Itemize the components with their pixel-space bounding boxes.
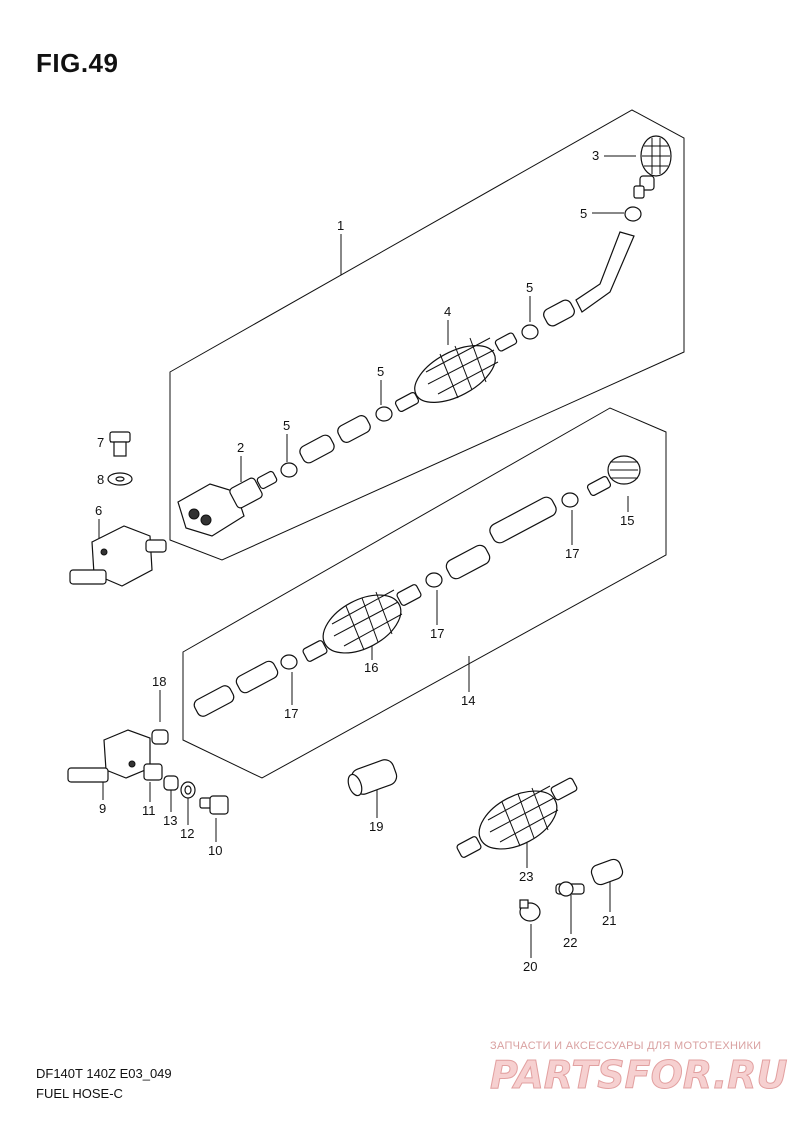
callout-21: 21 xyxy=(602,913,616,928)
sleeve-part-19 xyxy=(347,759,398,797)
connector-part-15 xyxy=(586,455,641,497)
sleeve-part-21 xyxy=(590,858,624,886)
callout-10: 10 xyxy=(208,843,222,858)
hose-segment-lower xyxy=(193,496,557,717)
callout-8: 8 xyxy=(97,472,104,487)
watermark-logo: PARTSFOR.RU xyxy=(490,1053,788,1098)
washer-part-8 xyxy=(107,472,133,486)
callout-23: 23 xyxy=(519,869,533,884)
callout-19: 19 xyxy=(369,819,383,834)
callout-11: 11 xyxy=(142,803,156,818)
clip-part-18 xyxy=(151,729,169,745)
primer-bulb-part-16 xyxy=(302,584,422,662)
clip-part-5 xyxy=(280,206,642,478)
callout-15: 15 xyxy=(620,513,634,528)
callout-6: 6 xyxy=(95,503,102,518)
callout-22: 22 xyxy=(563,935,577,950)
clip-part-17 xyxy=(280,492,579,670)
assembly-1-outline xyxy=(169,109,685,561)
nut-part-11 xyxy=(143,763,163,781)
callout-13: 13 xyxy=(163,813,177,828)
callout-4: 4 xyxy=(444,304,451,319)
joint-part-6 xyxy=(69,525,167,587)
callout-5: 5 xyxy=(526,280,533,295)
clip-part-20 xyxy=(519,899,541,922)
connector-part-2 xyxy=(177,470,278,537)
section-name: FUEL HOSE-C xyxy=(36,1086,123,1101)
callout-1: 1 xyxy=(337,218,344,233)
callout-12: 12 xyxy=(180,826,194,841)
primer-bulb-part-23 xyxy=(456,777,578,858)
connector-part-3 xyxy=(633,135,672,199)
callout-3: 3 xyxy=(592,148,599,163)
nipple-part-22 xyxy=(555,881,585,897)
spacer-part-13 xyxy=(163,775,179,791)
callout-17: 17 xyxy=(565,546,579,561)
callout-14: 14 xyxy=(461,693,475,708)
callout-17: 17 xyxy=(430,626,444,641)
bolt-part-7 xyxy=(109,431,131,457)
model-code: DF140T 140Z E03_049 xyxy=(36,1066,172,1081)
callout-5: 5 xyxy=(283,418,290,433)
fuel-hose-segment xyxy=(299,231,635,464)
svg-text:PARTSFOR.RU: PARTSFOR.RU xyxy=(490,1053,788,1097)
callout-16: 16 xyxy=(364,660,378,675)
callout-5: 5 xyxy=(377,364,384,379)
callout-20: 20 xyxy=(523,959,537,974)
primer-bulb-part-4 xyxy=(394,332,518,413)
callout-5: 5 xyxy=(580,206,587,221)
watermark-tagline: ЗАПЧАСТИ И АКСЕССУАРЫ ДЛЯ МОТОТЕХНИКИ xyxy=(490,1040,762,1052)
callout-9: 9 xyxy=(99,801,106,816)
assembly-14-outline xyxy=(182,407,667,779)
figure-title: FIG.49 xyxy=(36,48,119,78)
washer-part-12 xyxy=(180,781,196,799)
callout-7: 7 xyxy=(97,435,104,450)
joint-part-9 xyxy=(67,729,151,783)
bolt-part-10 xyxy=(199,795,229,815)
callout-2: 2 xyxy=(237,440,244,455)
callout-18: 18 xyxy=(152,674,166,689)
callout-17: 17 xyxy=(284,706,298,721)
